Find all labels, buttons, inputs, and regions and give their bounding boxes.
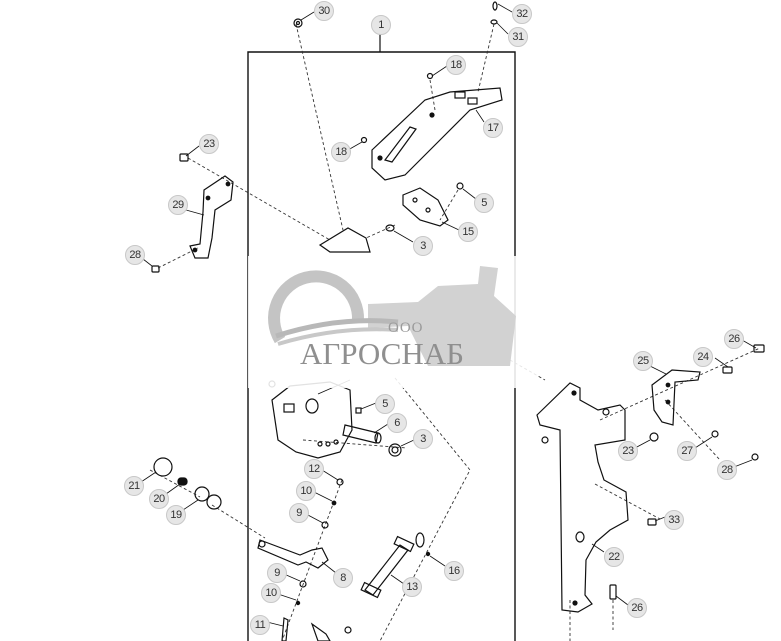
callout-23[interactable]: 23 <box>199 134 219 154</box>
callout-15[interactable]: 15 <box>458 222 478 242</box>
callout-8[interactable]: 8 <box>333 568 353 588</box>
part-3-bushing <box>388 443 402 457</box>
callout-18[interactable]: 18 <box>331 142 351 162</box>
callout-18[interactable]: 18 <box>446 55 466 75</box>
part-housing <box>268 380 353 459</box>
watermark <box>248 256 538 388</box>
callout-11[interactable]: 11 <box>250 615 270 635</box>
part-17-plate <box>371 87 503 181</box>
callout-25[interactable]: 25 <box>633 351 653 371</box>
callout-32[interactable]: 32 <box>512 4 532 24</box>
part-6-shaft <box>342 424 382 444</box>
callout-13[interactable]: 13 <box>402 577 422 597</box>
callout-5[interactable]: 5 <box>474 193 494 213</box>
callout-21[interactable]: 21 <box>124 476 144 496</box>
callout-12[interactable]: 12 <box>304 459 324 479</box>
callout-26[interactable]: 26 <box>627 598 647 618</box>
part-15-bracket <box>402 187 449 227</box>
callout-3[interactable]: 3 <box>413 236 433 256</box>
part-8-lever <box>257 539 329 569</box>
callout-22[interactable]: 22 <box>604 547 624 567</box>
callout-9[interactable]: 9 <box>267 563 287 583</box>
callout-28[interactable]: 28 <box>717 460 737 480</box>
watermark-logo-icon <box>268 266 516 366</box>
part-30-nut <box>293 18 303 28</box>
watermark-brand: АГРОСНАБ <box>300 336 464 371</box>
callout-5[interactable]: 5 <box>375 394 395 414</box>
callout-3[interactable]: 3 <box>413 429 433 449</box>
callout-10[interactable]: 10 <box>261 583 281 603</box>
callout-28[interactable]: 28 <box>125 245 145 265</box>
part-31-washer <box>490 19 498 25</box>
callout-10[interactable]: 10 <box>296 481 316 501</box>
callout-16[interactable]: 16 <box>444 561 464 581</box>
part-29-bracket <box>189 175 234 259</box>
part-13-damper <box>360 532 425 599</box>
callout-17[interactable]: 17 <box>483 118 503 138</box>
callout-33[interactable]: 33 <box>664 510 684 530</box>
part-25-bracket <box>651 369 701 426</box>
callout-30[interactable]: 30 <box>314 1 334 21</box>
part-32-pin <box>492 1 498 11</box>
callout-20[interactable]: 20 <box>149 489 169 509</box>
callout-23[interactable]: 23 <box>618 441 638 461</box>
callout-26[interactable]: 26 <box>724 329 744 349</box>
part-22-bracket <box>536 382 629 613</box>
callout-27[interactable]: 27 <box>677 441 697 461</box>
callout-24[interactable]: 24 <box>693 347 713 367</box>
callout-19[interactable]: 19 <box>166 505 186 525</box>
callout-6[interactable]: 6 <box>387 413 407 433</box>
callout-29[interactable]: 29 <box>168 195 188 215</box>
callout-31[interactable]: 31 <box>508 27 528 47</box>
callout-1[interactable]: 1 <box>371 15 391 35</box>
watermark-prefix: ООО <box>388 320 424 336</box>
callout-9[interactable]: 9 <box>289 503 309 523</box>
